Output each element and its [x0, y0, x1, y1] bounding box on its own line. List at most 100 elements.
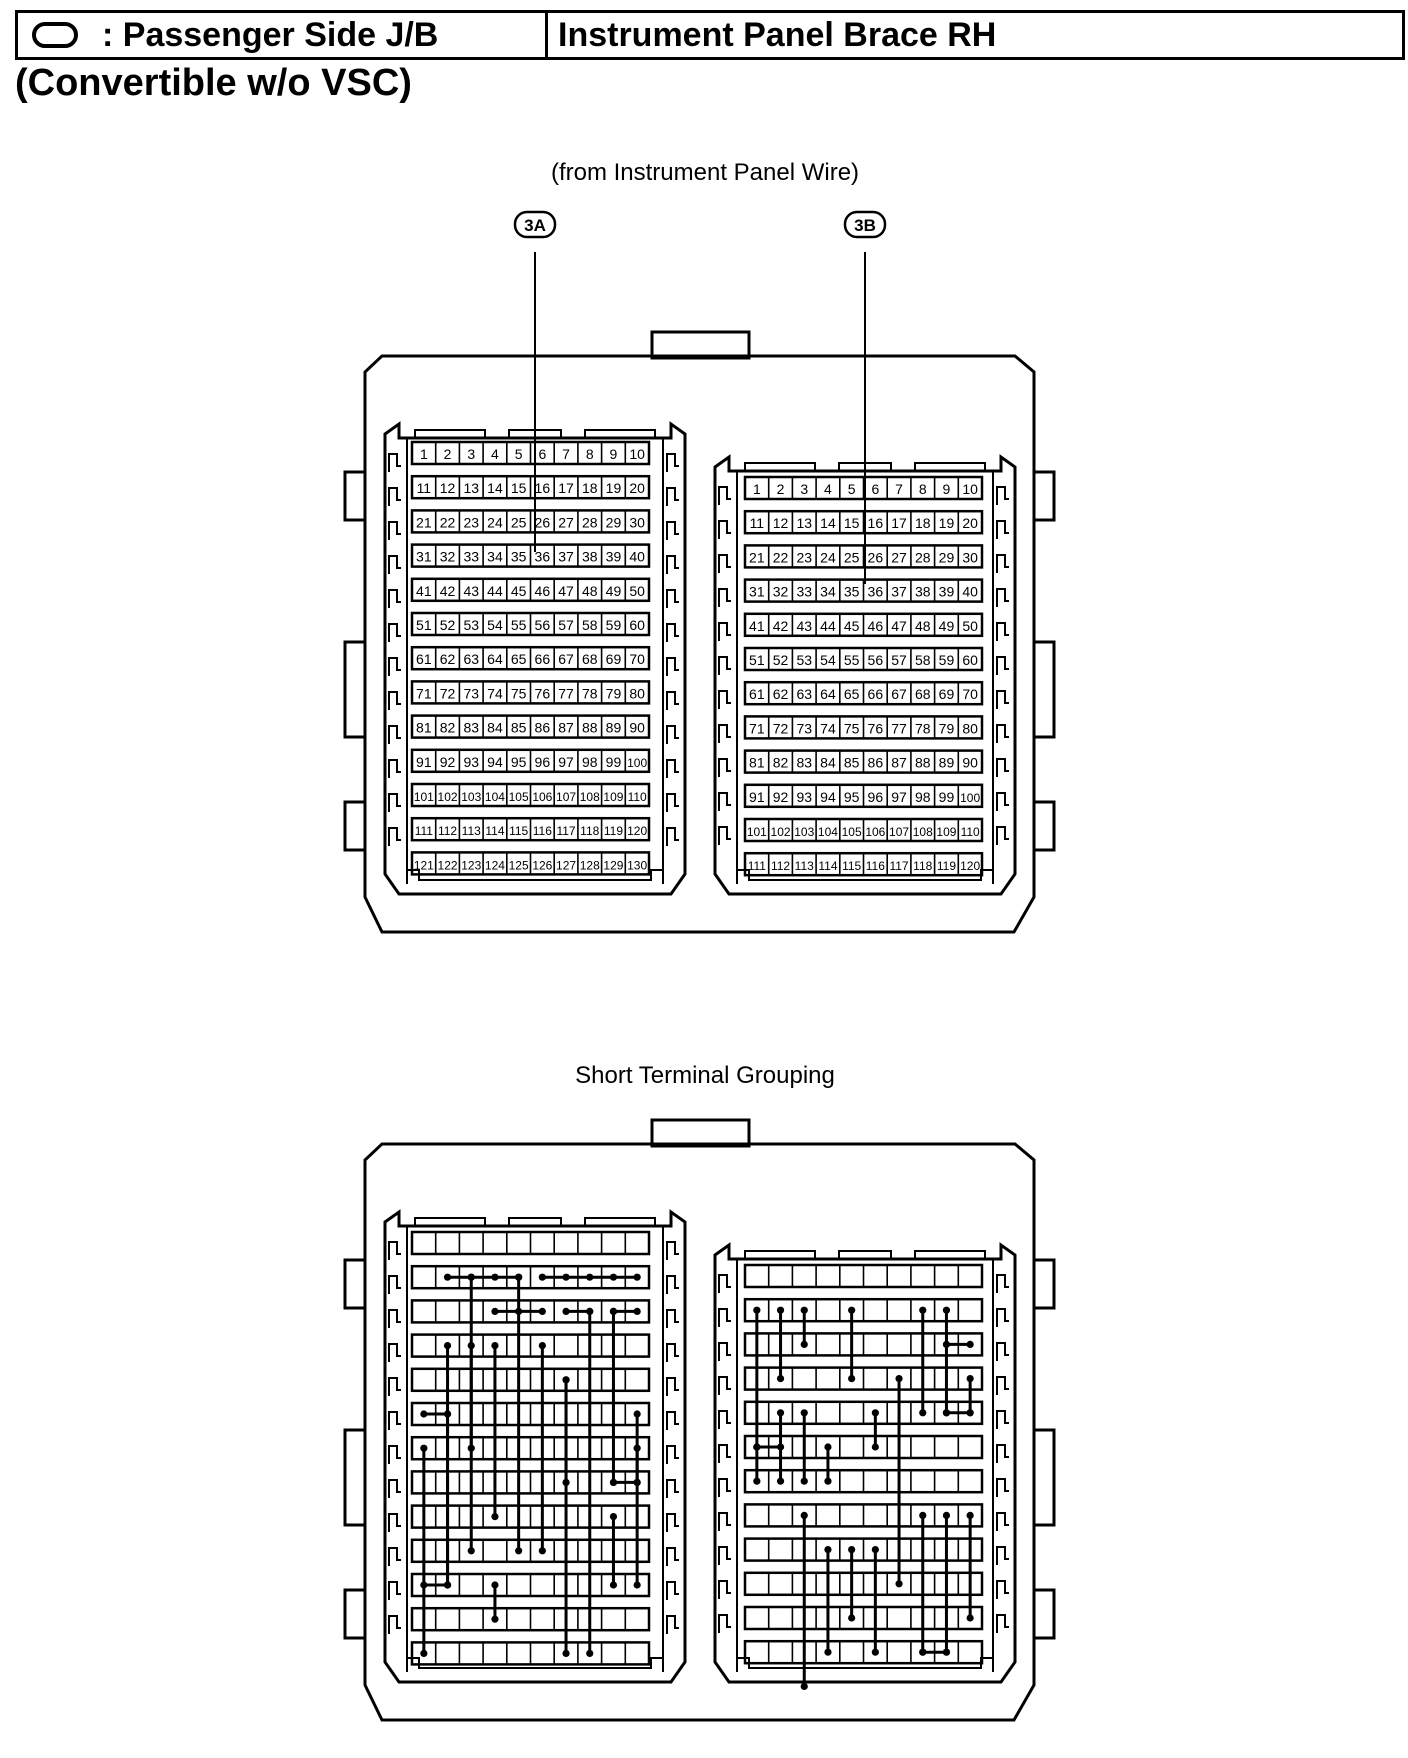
short-group-3a — [562, 1376, 570, 1486]
pin-number: 96 — [868, 789, 884, 805]
pin-number: 78 — [582, 685, 598, 701]
pin-number: 71 — [416, 685, 432, 701]
lock-rib — [666, 589, 679, 608]
lock-rib — [388, 487, 401, 506]
pin-number: 59 — [606, 617, 622, 633]
pin-number: 17 — [891, 515, 907, 531]
pin-number: 35 — [511, 549, 527, 565]
short-group-3b — [942, 1511, 951, 1656]
location-label: Instrument Panel Brace RH — [558, 15, 997, 54]
pin-number: 109 — [603, 790, 623, 804]
pin-number: 29 — [939, 549, 955, 565]
pin-number: 70 — [629, 651, 645, 667]
pin-number: 45 — [511, 583, 527, 599]
pin-number: 44 — [487, 583, 503, 599]
pin-number: 15 — [844, 515, 860, 531]
pin-number: 34 — [820, 584, 836, 600]
pin-number: 102 — [438, 790, 458, 804]
lock-rib — [718, 1308, 731, 1327]
lock-rib — [718, 1410, 731, 1429]
pin-number: 99 — [939, 789, 955, 805]
lock-rib — [718, 758, 731, 777]
pin-number: 88 — [582, 720, 598, 736]
pin-number: 93 — [463, 754, 479, 770]
connector-3b-label-oval — [843, 210, 887, 239]
pin-number: 84 — [820, 755, 836, 771]
pin-number: 67 — [558, 651, 574, 667]
pin-number: 111 — [748, 859, 767, 873]
pin-number: 14 — [820, 515, 836, 531]
lock-rib — [718, 520, 731, 539]
pin-number: 26 — [535, 514, 551, 530]
pin-number: 62 — [440, 651, 456, 667]
pin-number: 11 — [750, 515, 765, 531]
pin-number: 77 — [891, 720, 907, 736]
lock-rib — [666, 1445, 679, 1464]
pin-number: 48 — [582, 583, 598, 599]
lock-rib — [718, 554, 731, 573]
lock-rib — [718, 486, 731, 505]
top-caption: (from Instrument Panel Wire) — [551, 159, 859, 186]
pin-number: 66 — [868, 686, 884, 702]
pin-number: 46 — [535, 583, 551, 599]
pin-number: 65 — [511, 651, 527, 667]
pin-number: 91 — [749, 789, 765, 805]
pin-number: 80 — [629, 685, 645, 701]
pin-number: 32 — [773, 584, 789, 600]
pin-number: 101 — [414, 790, 434, 804]
pin-number: 125 — [509, 858, 529, 872]
pin-number: 8 — [919, 481, 927, 497]
pin-number: 19 — [606, 480, 622, 496]
pin-number: 4 — [824, 481, 832, 497]
location-cell: Instrument Panel Brace RH — [548, 13, 1402, 57]
pin-number: 89 — [939, 755, 955, 771]
short-group-3b — [942, 1306, 951, 1417]
lock-rib — [388, 1581, 401, 1600]
pin-number: 7 — [562, 446, 570, 462]
lock-rib — [388, 1309, 401, 1328]
pin-number: 61 — [416, 651, 432, 667]
pin-number: 115 — [509, 824, 528, 838]
pin-number: 94 — [820, 789, 836, 805]
pin-number: 64 — [820, 686, 836, 702]
pin-number: 58 — [582, 617, 598, 633]
lock-rib — [388, 1479, 401, 1498]
lock-rib — [718, 588, 731, 607]
pin-number: 124 — [485, 858, 505, 872]
pin-number: 74 — [820, 720, 836, 736]
short-group-3a — [491, 1307, 546, 1315]
pin-number: 43 — [796, 618, 812, 634]
pin-number: 31 — [749, 584, 765, 600]
pin-number: 110 — [628, 790, 647, 804]
lock-rib — [996, 1614, 1009, 1633]
pin-number: 93 — [796, 789, 812, 805]
pin-number: 82 — [773, 755, 789, 771]
pin-number: 118 — [580, 824, 599, 838]
pin-number: 36 — [535, 549, 551, 565]
lock-rib — [666, 827, 679, 846]
pin-number: 84 — [487, 720, 503, 736]
lock-rib — [666, 1377, 679, 1396]
lock-rib — [666, 793, 679, 812]
pin-number: 89 — [606, 720, 622, 736]
housing-side-tab — [343, 640, 367, 739]
pin-number: 9 — [943, 481, 951, 497]
pin-number: 40 — [962, 584, 978, 600]
pin-number: 28 — [582, 514, 598, 530]
pin-number: 117 — [889, 859, 908, 873]
lock-rib — [718, 1614, 731, 1633]
lock-rib — [666, 1615, 679, 1634]
pin-number: 57 — [558, 617, 574, 633]
lock-rib — [996, 588, 1009, 607]
pin-number: 39 — [606, 549, 622, 565]
pin-number: 77 — [558, 685, 574, 701]
pin-number: 85 — [844, 755, 860, 771]
pin-number: 106 — [865, 825, 885, 839]
pin-number: 83 — [463, 720, 479, 736]
pin-number: 86 — [535, 720, 551, 736]
short-group-3a — [586, 1307, 594, 1657]
short-group-3b — [871, 1409, 879, 1451]
pin-number: 3 — [467, 446, 475, 462]
housing-side-tab — [343, 1588, 367, 1640]
